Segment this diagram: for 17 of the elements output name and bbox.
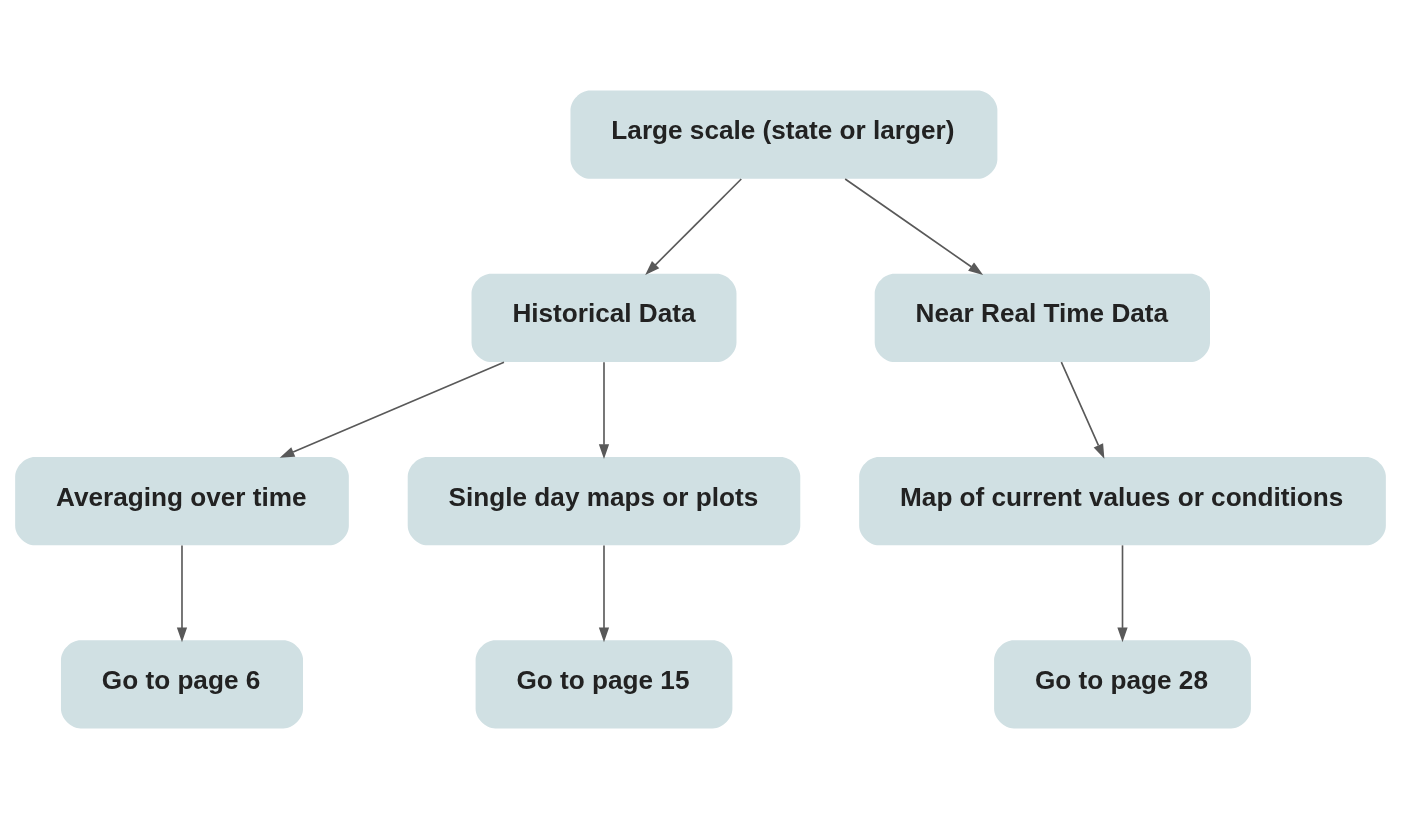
arrow (645, 178, 743, 276)
node-box: Go to page 6 (60, 640, 304, 729)
node-box: Go to page 15 (475, 640, 733, 729)
node-box: Near Real Time Data (874, 273, 1210, 363)
arrow (598, 361, 610, 459)
node-box: Large scale (state or larger) (570, 90, 998, 179)
node-box: Averaging over time (15, 456, 349, 546)
node-box: Historical Data (471, 273, 737, 363)
arrow (279, 361, 505, 458)
node-box: Map of current values or conditions (859, 456, 1386, 546)
arrow (1060, 361, 1105, 459)
arrow (844, 178, 984, 276)
arrow (1117, 544, 1128, 643)
arrow (598, 544, 610, 643)
node-box: Single day maps or plots (407, 456, 801, 546)
node-box: Go to page 28 (994, 640, 1251, 729)
arrow (176, 544, 188, 643)
